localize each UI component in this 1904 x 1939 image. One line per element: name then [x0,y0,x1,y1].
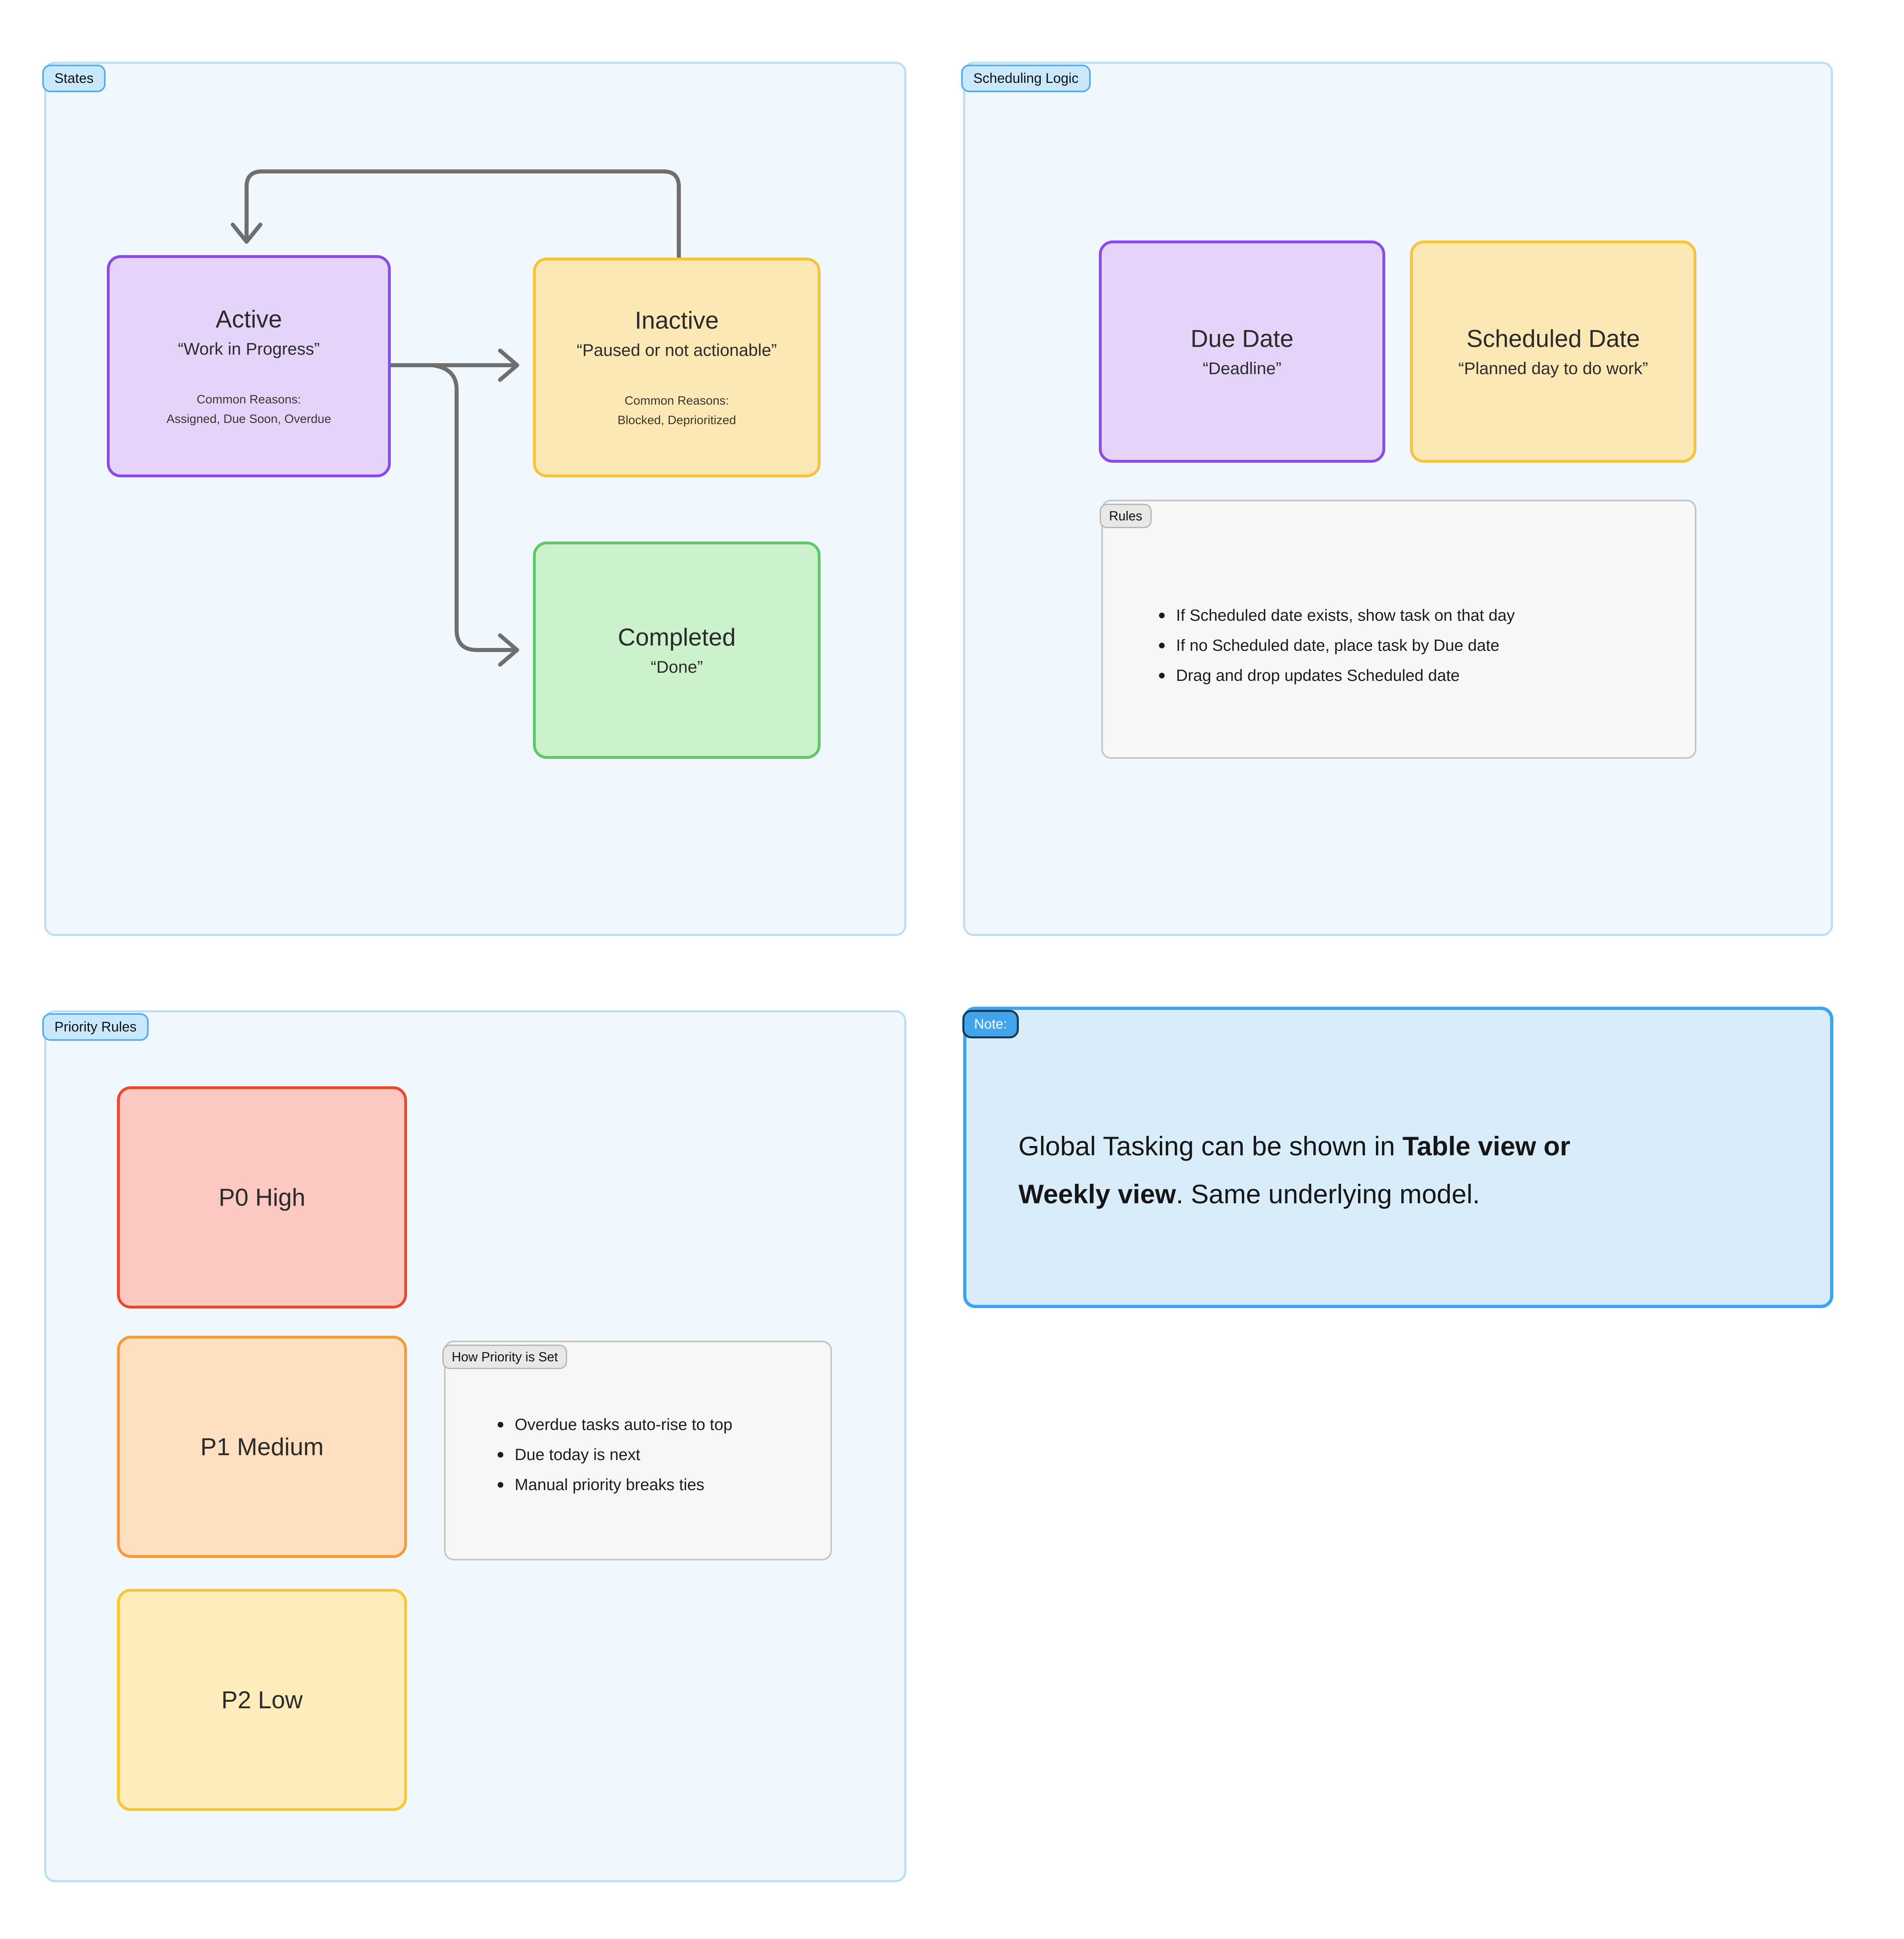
note-text-segment: Global Tasking can be shown in [1018,1131,1403,1161]
how-priority-item: Due today is next [494,1440,818,1470]
node-subtitle: “Done” [650,657,703,676]
rules-box-label[interactable]: Rules [1100,504,1152,528]
note-text: Global Tasking can be shown in Table vie… [966,1010,1830,1218]
node-detail: Assigned, Due Soon, Overdue [166,412,331,426]
node-subtitle: “Work in Progress” [178,339,320,358]
node-subtitle: “Planned day to do work” [1458,358,1648,378]
node-detail: Common Reasons: [197,392,301,406]
node-title: Active [215,305,282,333]
node-title: Completed [617,623,736,651]
node-title: P2 Low [221,1686,303,1714]
rules-item: If no Scheduled date, place task by Due … [1156,630,1679,661]
note-text-bold: Table view or [1402,1131,1570,1161]
priority-node-p0-high[interactable]: P0 High [117,1086,407,1309]
note-frame[interactable]: Note: Global Tasking can be shown in Tab… [962,1007,1833,1308]
arrow-active-to-inactive[interactable] [389,349,519,382]
rules-item: Drag and drop updates Scheduled date [1156,661,1679,691]
how-priority-label[interactable]: How Priority is Set [442,1345,568,1369]
node-subtitle: “Deadline” [1202,358,1282,378]
rules-item: If Scheduled date exists, show task on t… [1156,600,1679,630]
note-text-segment: . Same underlying model. [1176,1179,1480,1209]
priority-node-p1-medium[interactable]: P1 Medium [117,1336,407,1558]
states-frame-label[interactable]: States [42,65,106,92]
node-title: Due Date [1190,325,1294,352]
how-priority-box[interactable]: How Priority is Set Overdue tasks auto-r… [442,1341,832,1560]
state-flow-arrows[interactable] [46,64,904,934]
state-node-inactive[interactable]: Inactive “Paused or not actionable” Comm… [533,258,821,477]
node-title: Scheduled Date [1466,325,1640,352]
how-priority-item: Manual priority breaks ties [494,1470,818,1500]
how-priority-item: Overdue tasks auto-rise to top [494,1410,818,1440]
node-detail: Common Reasons: [624,394,729,407]
priority-frame-label[interactable]: Priority Rules [42,1013,149,1041]
node-subtitle: “Paused or not actionable” [576,340,777,360]
arrow-active-to-completed[interactable] [431,363,519,667]
scheduling-node-due-date[interactable]: Due Date “Deadline” [1099,240,1385,463]
priority-frame[interactable]: Priority Rules P0 High P1 Medium P2 Low … [42,1010,906,1882]
node-detail: Blocked, Deprioritized [617,413,736,427]
state-node-completed[interactable]: Completed “Done” [533,542,821,759]
state-node-active[interactable]: Active “Work in Progress” Common Reasons… [107,255,391,477]
node-title: P1 Medium [200,1433,324,1460]
arrow-inactive-to-active[interactable] [231,169,681,260]
scheduling-frame-label[interactable]: Scheduling Logic [961,65,1091,92]
scheduling-rules-box[interactable]: Rules If Scheduled date exists, show tas… [1100,500,1696,759]
rules-list: If Scheduled date exists, show task on t… [1103,501,1695,691]
scheduling-frame[interactable]: Scheduling Logic Due Date “Deadline” Sch… [961,62,1833,936]
scheduling-node-scheduled-date[interactable]: Scheduled Date “Planned day to do work” [1410,240,1696,463]
node-title: P0 High [219,1183,305,1211]
note-frame-label[interactable]: Note: [962,1010,1019,1038]
note-text-bold: Weekly view [1018,1179,1176,1209]
priority-node-p2-low[interactable]: P2 Low [117,1589,407,1811]
states-frame[interactable]: States Active “Work in Progress” Common … [42,62,906,936]
how-priority-list: Overdue tasks auto-rise to top Due today… [446,1342,830,1500]
node-title: Inactive [635,306,719,334]
